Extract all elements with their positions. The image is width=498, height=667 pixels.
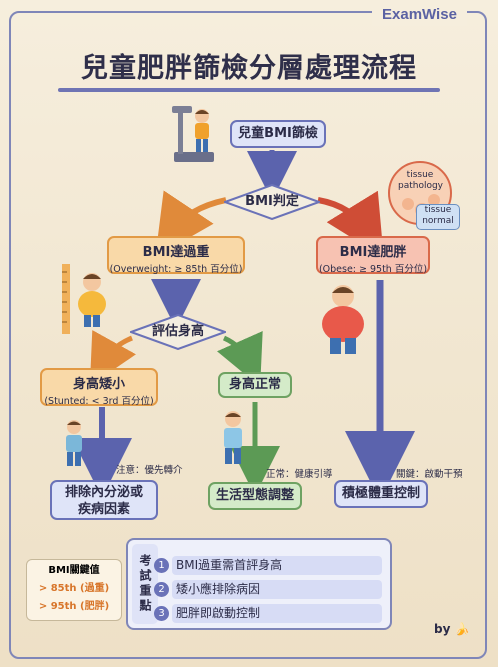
key-note: 關鍵：啟動干預	[396, 469, 463, 480]
bmi-judge-diamond: BMI判定	[224, 184, 320, 220]
title-underline	[58, 88, 440, 92]
bmi-key-line2: > 95th (肥胖)	[38, 601, 110, 612]
exam-point-number: 3	[154, 606, 169, 621]
obese-box: BMI達肥胖 (Obese: ≥ 95th 百分位)	[316, 236, 430, 275]
overweight-box: BMI達過重 (Overweight: ≥ 85th 百分位)	[107, 236, 245, 275]
overweight-sub: (Overweight: ≥ 85th 百分位)	[109, 264, 243, 275]
normal-kid-illustration	[224, 411, 242, 464]
exclude-line1: 排除內分泌或	[64, 485, 143, 500]
tissue-normal-label: tissue normal	[416, 204, 460, 230]
tissue-pathology-label: tissue pathology	[398, 170, 444, 191]
height-eval-label: 評估身高	[151, 324, 204, 339]
bmi-judge-label: BMI判定	[245, 194, 299, 209]
exam-point-3: 3 肥胖即啟動控制	[154, 604, 382, 623]
exam-point-2: 2 矮小應排除病因	[154, 580, 382, 599]
stunted-kid-illustration	[66, 420, 82, 466]
height-eval-diamond: 評估身高	[130, 314, 226, 350]
exam-point-text: 矮小應排除病因	[176, 582, 261, 596]
exam-point-1: 1 BMI過重需首評身高	[154, 556, 382, 575]
normal-height-box: 身高正常	[218, 372, 292, 398]
bmi-key-box: BMI關鍵值 > 85th (過重) > 95th (肥胖)	[26, 559, 122, 621]
overweight-kid-illustration	[62, 264, 106, 334]
stunted-box: 身高矮小 (Stunted: < 3rd 百分位)	[40, 368, 158, 407]
exclude-box: 排除內分泌或 疾病因素	[50, 480, 158, 520]
bmi-key-line1: > 85th (過重)	[38, 583, 110, 594]
obese-sub: (Obese: ≥ 95th 百分位)	[318, 264, 428, 275]
exclude-line2: 疾病因素	[77, 502, 130, 517]
exam-point-number: 1	[154, 558, 169, 573]
lifestyle-box: 生活型態調整	[208, 482, 302, 510]
exam-point-text: BMI過重需首評身高	[176, 558, 283, 572]
stunted-sub: (Stunted: < 3rd 百分位)	[44, 396, 154, 407]
exam-tag: 考試重點	[132, 544, 158, 624]
page-title: 兒童肥胖篩檢分層處理流程	[81, 53, 417, 84]
exam-point-number: 2	[154, 582, 169, 597]
brand-label: ExamWise	[372, 4, 467, 26]
obese-label: BMI達肥胖	[339, 245, 407, 260]
stunted-label: 身高矮小	[72, 377, 125, 392]
bmi-key-title: BMI關鍵值	[48, 565, 100, 576]
active-control-box: 積極體重控制	[334, 480, 428, 508]
obese-kid-illustration	[322, 285, 364, 354]
normal-note: 正常：健康引導	[266, 469, 333, 480]
caution-note: 注意：優先轉介	[116, 465, 183, 476]
frame	[9, 11, 487, 659]
exam-points-box: 考試重點 1 BMI過重需首評身高 2 矮小應排除病因 3 肥胖即啟動控制	[126, 538, 392, 630]
overweight-label: BMI達過重	[142, 245, 210, 260]
bmi-screen-box: 兒童BMI篩檢	[230, 120, 326, 148]
exam-point-text: 肥胖即啟動控制	[176, 606, 261, 620]
scale-kid-illustration	[172, 106, 214, 162]
signature: by 🍌	[434, 622, 470, 636]
